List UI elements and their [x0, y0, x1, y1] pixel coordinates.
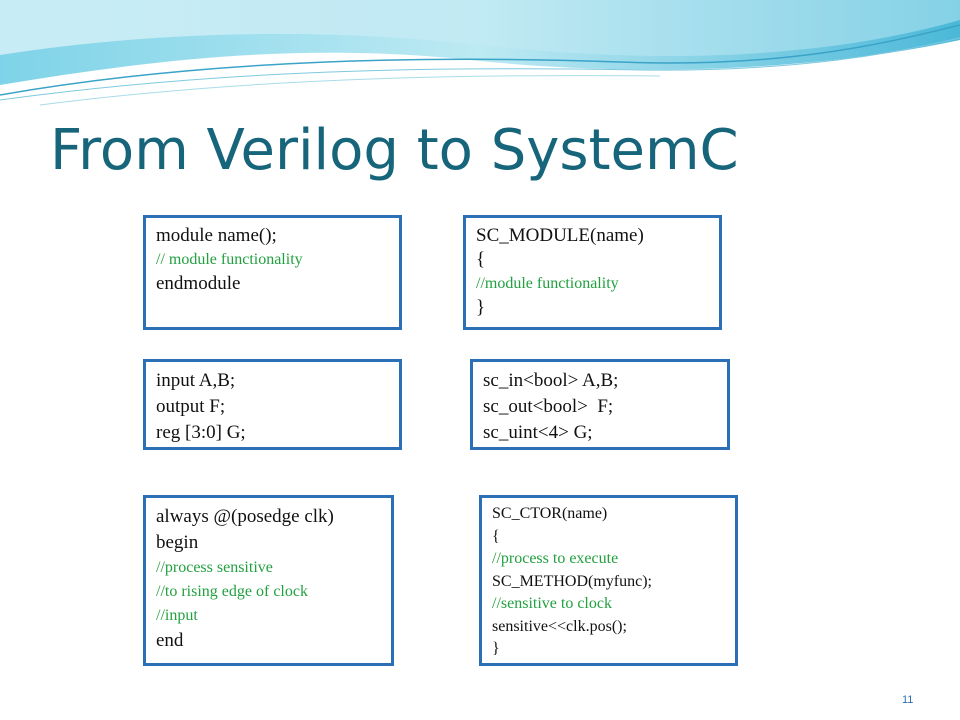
code-line: } — [476, 297, 486, 318]
code-line: output F; — [156, 396, 226, 417]
code-comment: //to rising edge of clock — [156, 583, 308, 600]
code-line: SC_MODULE(name) — [476, 225, 644, 246]
code-comment: //process sensitive — [156, 559, 273, 576]
code-comment: // module functionality — [156, 251, 303, 268]
page-number: 11 — [902, 694, 914, 706]
code-line: SC_CTOR(name) — [492, 505, 608, 522]
code-line: begin — [156, 532, 199, 553]
verilog-process-box: always @(posedge clk) begin //process se… — [143, 495, 394, 666]
code-line: end — [156, 630, 184, 651]
code-comment: //sensitive to clock — [492, 595, 612, 612]
header-wave-decoration — [0, 0, 960, 106]
code-line: } — [492, 640, 500, 657]
code-line: SC_METHOD(myfunc); — [492, 572, 652, 590]
code-line: sc_uint<4> G; — [483, 422, 593, 443]
code-comment: //process to execute — [492, 550, 619, 567]
systemc-process-box: SC_CTOR(name) { //process to execute SC_… — [479, 495, 738, 666]
code-line: module name(); — [156, 225, 277, 246]
code-line: reg [3:0] G; — [156, 422, 246, 443]
code-line: sc_in<bool> A,B; — [483, 370, 619, 391]
slide-title: From Verilog to SystemC — [50, 118, 739, 183]
verilog-ports-box: input A,B; output F; reg [3:0] G; — [143, 359, 402, 450]
code-line: input A,B; — [156, 370, 236, 391]
systemc-module-box: SC_MODULE(name) { //module functionality… — [463, 215, 722, 330]
code-comment: //module functionality — [476, 275, 619, 292]
code-line: { — [476, 249, 486, 270]
systemc-ports-box: sc_in<bool> A,B; sc_out<bool> F; sc_uint… — [470, 359, 730, 450]
code-line: sensitive<<clk.pos(); — [492, 617, 627, 635]
code-line: { — [492, 527, 500, 545]
verilog-module-box: module name(); // module functionality e… — [143, 215, 402, 330]
code-line: sc_out<bool> F; — [483, 396, 614, 417]
code-line: always @(posedge clk) — [156, 506, 334, 527]
code-comment: //input — [156, 607, 198, 624]
code-line: endmodule — [156, 273, 241, 294]
